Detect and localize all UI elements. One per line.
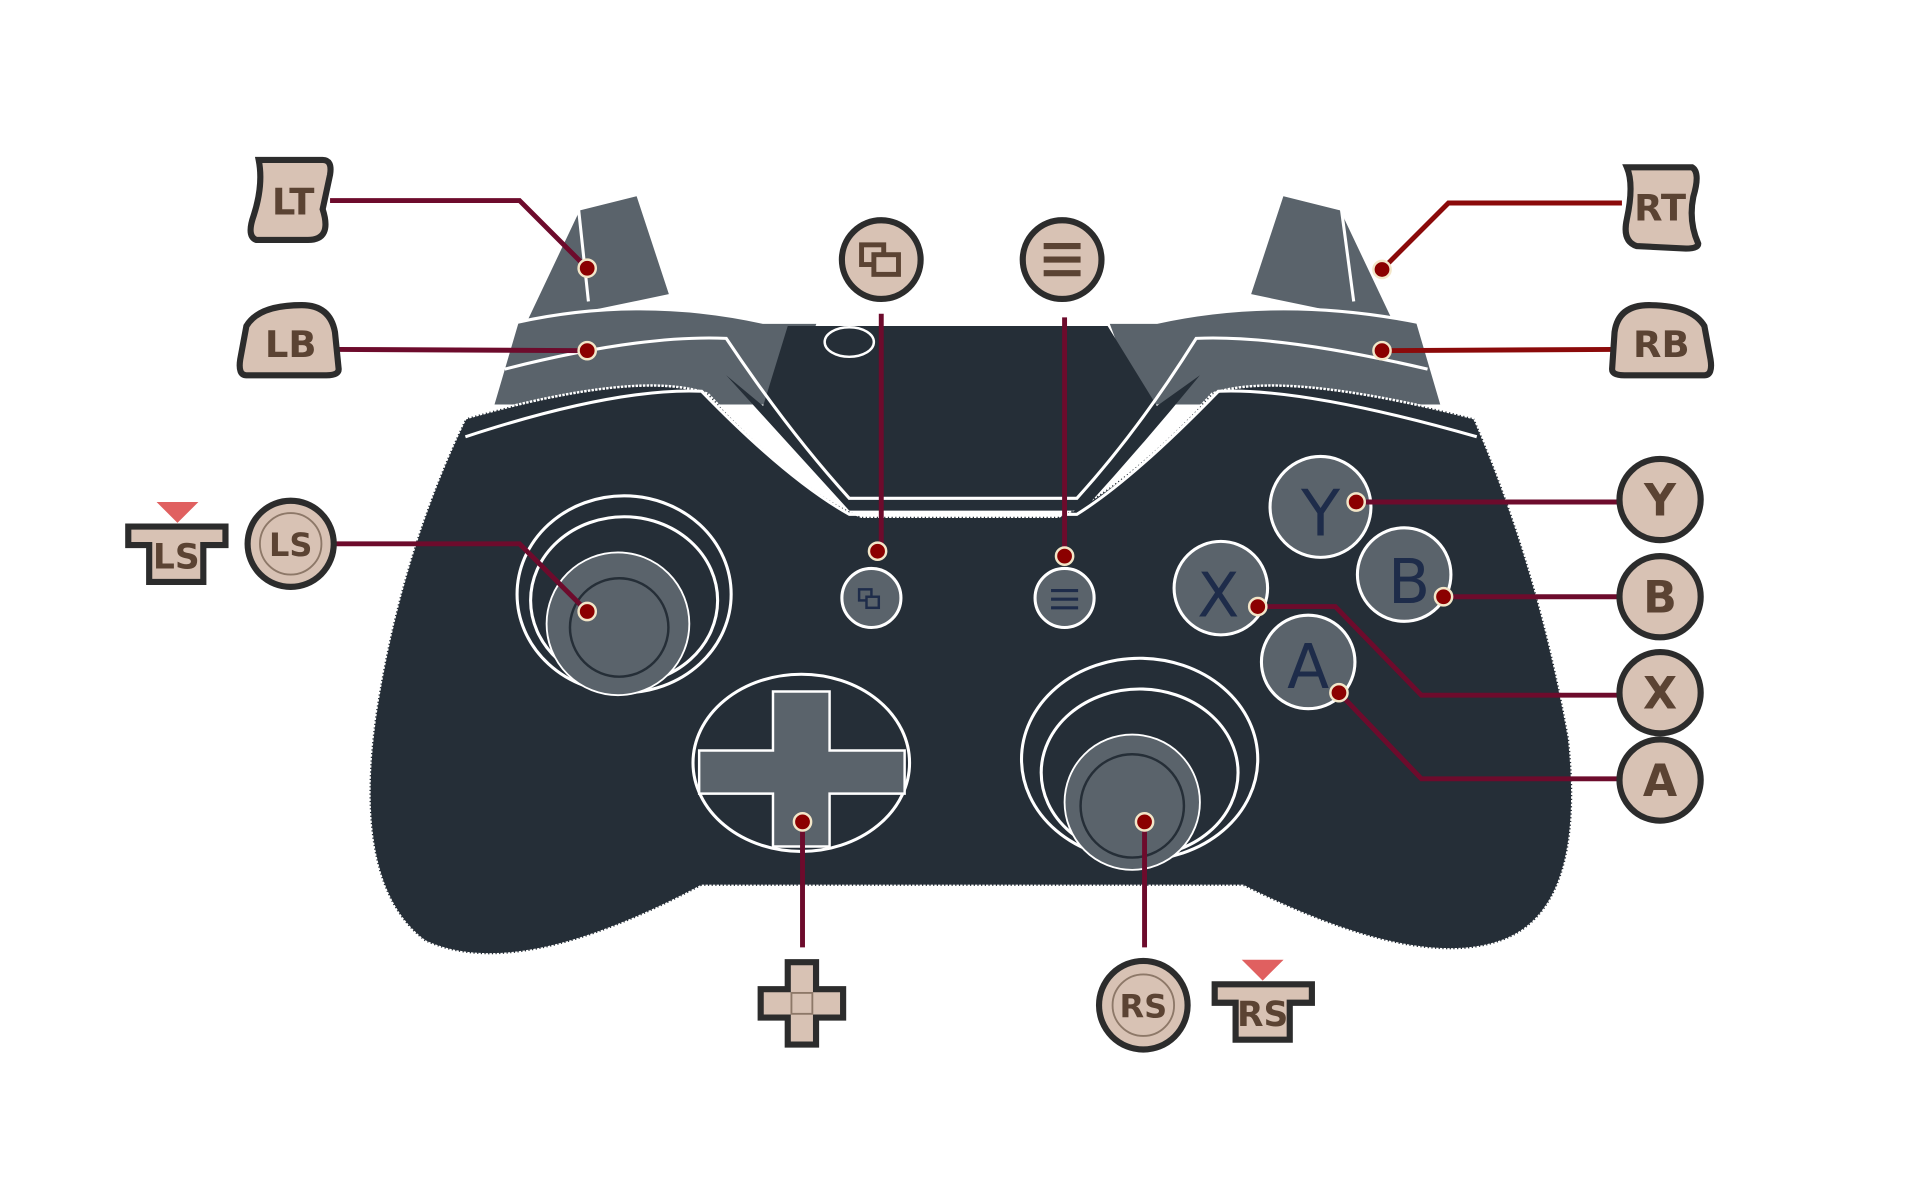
left-stick[interactable] [515, 494, 733, 697]
dpad-icon [757, 959, 847, 1048]
badge-ls: LS [244, 497, 337, 590]
badge-view [838, 217, 924, 303]
press-down-arrow-icon [1241, 959, 1284, 981]
left-trigger[interactable] [520, 192, 673, 329]
badge-rb: RB [1609, 302, 1715, 379]
face-button-b[interactable]: B [1355, 526, 1453, 623]
badge-x-label: X [1643, 668, 1677, 719]
anchor-dots [577, 258, 1454, 832]
badge-rb-label: RB [1633, 323, 1690, 366]
right-stick[interactable] [1019, 656, 1260, 871]
face-button-a-label: A [1287, 631, 1329, 703]
face-button-x[interactable]: X [1172, 539, 1270, 637]
badge-a-label: A [1643, 756, 1678, 807]
face-button-b-label: B [1388, 546, 1430, 618]
badge-b-label: B [1643, 572, 1677, 623]
badge-rs-click: RS [1211, 959, 1315, 1043]
view-icon [859, 242, 901, 277]
face-button-y[interactable]: Y [1268, 454, 1373, 559]
body-top-panel [726, 326, 1200, 511]
press-down-arrow-icon [156, 501, 199, 523]
badge-rs: RS [1095, 957, 1191, 1053]
badge-dpad [757, 959, 847, 1048]
trigger-divider [577, 208, 1356, 302]
badge-menu [1019, 217, 1105, 303]
badge-rs-label: RS [1119, 987, 1167, 1025]
menu-icon [1043, 242, 1081, 277]
badge-b: B [1616, 553, 1704, 641]
face-button-y-label: Y [1300, 477, 1341, 551]
badge-lb: LB [236, 302, 342, 379]
badge-a: A [1616, 736, 1704, 824]
badge-y: Y [1616, 455, 1704, 544]
badge-ls-label: LS [269, 526, 312, 564]
bumper-trim [504, 336, 1428, 500]
badge-lt-label: LT [272, 180, 315, 223]
left-bumper[interactable] [490, 307, 821, 408]
view-button[interactable] [840, 566, 903, 630]
menu-button[interactable] [1033, 566, 1096, 630]
right-trigger[interactable] [1247, 192, 1400, 329]
badge-lb-label: LB [265, 323, 317, 366]
badge-rt: RT [1622, 164, 1702, 252]
face-button-x-label: X [1197, 560, 1239, 632]
badge-ls-click-label: LS [153, 537, 200, 577]
face-button-a[interactable]: A [1259, 613, 1357, 711]
badge-rt-label: RT [1634, 186, 1686, 229]
menu-icon [1051, 589, 1079, 610]
body-trim [464, 389, 1478, 516]
badge-ls-click: LS [125, 501, 229, 586]
home-led [823, 326, 876, 359]
badge-x: X [1616, 649, 1704, 737]
badge-y-label: Y [1643, 475, 1677, 526]
leader-lines [330, 198, 1622, 948]
badge-rs-click-label: RS [1237, 995, 1288, 1035]
badge-lt: LT [247, 156, 334, 243]
